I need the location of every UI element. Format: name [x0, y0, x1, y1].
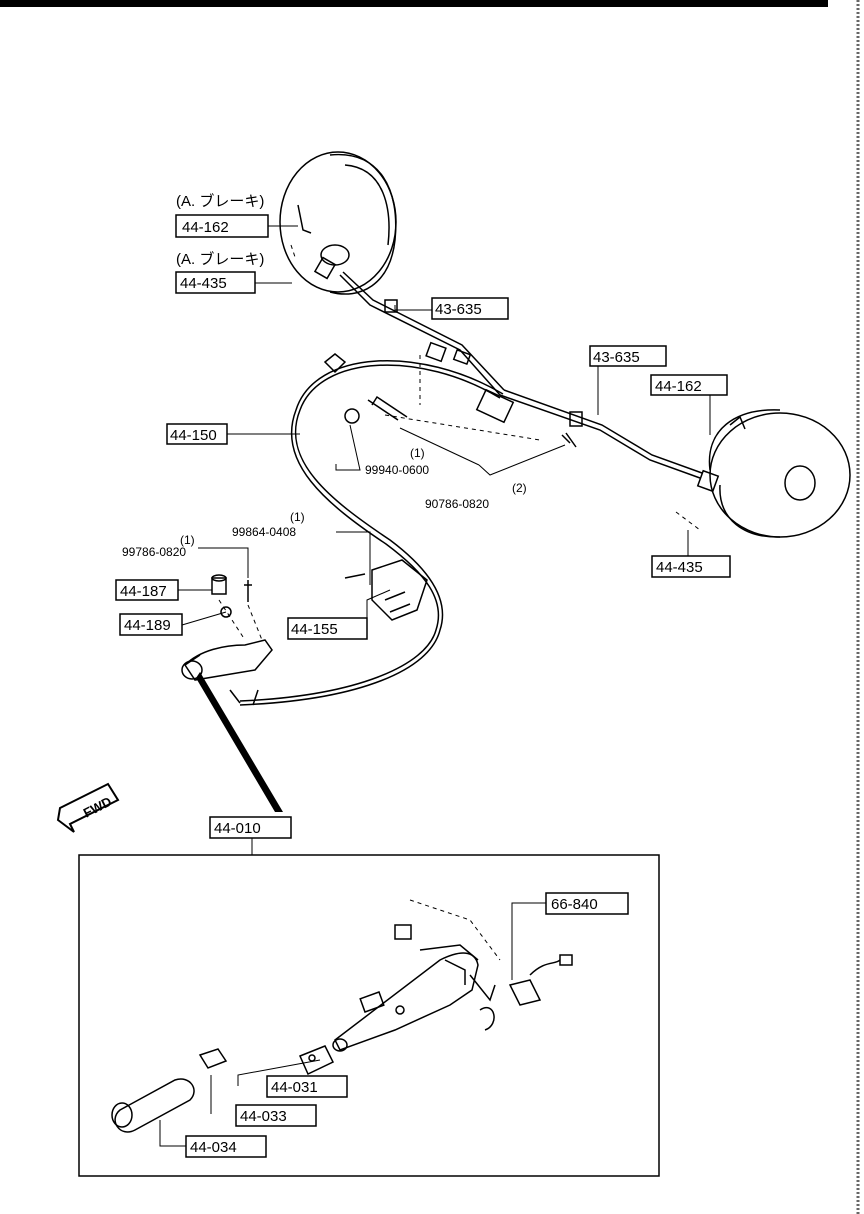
svg-text:43-635: 43-635: [593, 349, 640, 366]
callout-44-435-left[interactable]: 44-435: [175, 271, 256, 294]
svg-text:44-155: 44-155: [291, 621, 338, 638]
callout-44-150[interactable]: 44-150: [166, 423, 228, 445]
svg-text:44-162: 44-162: [182, 219, 229, 236]
part-number-p3: 99864-0408: [232, 525, 296, 539]
detail-pointer-arrow: [196, 672, 283, 812]
dashed-guides: [218, 244, 701, 961]
top-border-bar: [0, 0, 828, 7]
callout-44-162-left[interactable]: 44-162: [175, 214, 269, 238]
lever-detail: [111, 924, 573, 1133]
fwd-arrow: FWD: [56, 782, 120, 833]
svg-text:44-162: 44-162: [655, 378, 702, 395]
svg-text:44-435: 44-435: [180, 275, 227, 292]
part-number-p2: 90786-0820: [425, 497, 489, 511]
callout-44-155[interactable]: 44-155: [287, 617, 368, 640]
brake-drum-right: [708, 409, 851, 538]
svg-text:44-031: 44-031: [271, 1079, 318, 1096]
part-qty-p2: (2): [512, 481, 527, 495]
svg-text:44-189: 44-189: [124, 617, 171, 634]
detail-frame: [78, 854, 660, 1177]
note-a-brake-2: (A. ブレーキ): [176, 250, 264, 268]
cable-clips: [313, 256, 720, 493]
lever-upper: [181, 574, 273, 706]
callout-44-162-right[interactable]: 44-162: [650, 374, 728, 396]
part-number-p4: 99786-0820: [122, 545, 186, 559]
svg-text:44-034: 44-034: [190, 1139, 237, 1156]
part-qty-p4: (1): [180, 533, 195, 547]
cable-assembly: [229, 271, 703, 706]
callout-44-033[interactable]: 44-033: [235, 1104, 317, 1127]
svg-text:44-150: 44-150: [170, 427, 217, 444]
part-number-p1: 99940-0600: [365, 463, 429, 477]
callout-44-189[interactable]: 44-189: [119, 613, 183, 636]
svg-text:44-033: 44-033: [240, 1108, 287, 1125]
part-qty-p1: (1): [410, 446, 425, 460]
callout-44-034[interactable]: 44-034: [185, 1135, 267, 1158]
callout-44-031[interactable]: 44-031: [266, 1075, 348, 1098]
brake-drum-left: [279, 151, 397, 295]
callout-44-187[interactable]: 44-187: [115, 579, 179, 601]
callout-66-840[interactable]: 66-840: [545, 892, 629, 915]
callout-44-010[interactable]: 44-010: [209, 816, 292, 839]
svg-text:44-187: 44-187: [120, 583, 167, 600]
note-a-brake-1: (A. ブレーキ): [176, 192, 264, 210]
callout-44-435-right[interactable]: 44-435: [651, 555, 731, 578]
svg-text:43-635: 43-635: [435, 301, 482, 318]
fwd-label: FWD: [81, 794, 114, 821]
part-qty-p3: (1): [290, 510, 305, 524]
bracket-44-155: [344, 559, 428, 621]
callout-43-635-top[interactable]: 43-635: [431, 297, 509, 320]
leader-lines: [159, 225, 711, 1147]
svg-text:44-010: 44-010: [214, 820, 261, 837]
callout-43-635-right[interactable]: 43-635: [589, 345, 667, 367]
svg-text:44-435: 44-435: [656, 559, 703, 576]
svg-text:66-840: 66-840: [551, 896, 598, 913]
